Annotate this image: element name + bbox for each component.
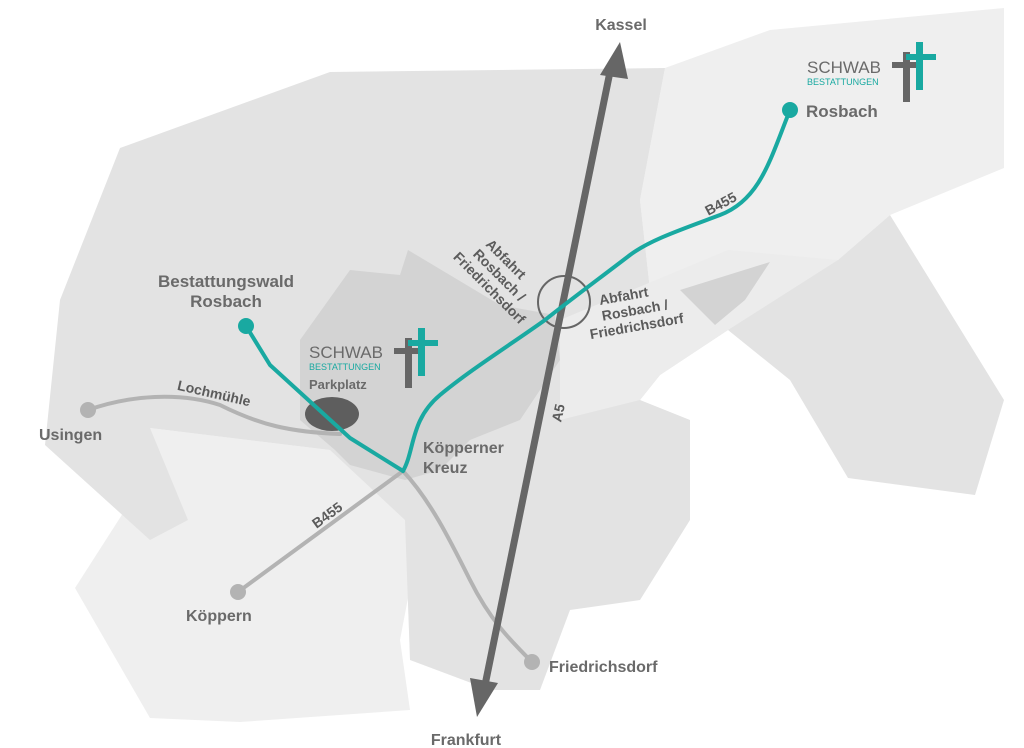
- arrow-north-icon: [600, 42, 628, 79]
- bestattungswald-marker: [238, 318, 254, 334]
- road-b455-west: [236, 469, 405, 594]
- region-dark-east: [680, 262, 770, 325]
- region-light-east: [640, 8, 1004, 300]
- highway-a5: [470, 42, 628, 717]
- label-usingen: Usingen: [39, 427, 102, 444]
- grey-place-markers: [80, 402, 540, 670]
- logo-middle-name: SCHWAB: [309, 343, 383, 362]
- route-branch: [244, 324, 405, 473]
- parking-area: [305, 397, 359, 431]
- logo-middle-sub: BESTATTUNGEN: [309, 362, 381, 372]
- label-bestattungswald-1: Bestattungswald: [158, 272, 294, 291]
- label-koeppern: Köppern: [186, 608, 252, 625]
- arrow-south-icon: [470, 678, 498, 717]
- koeppern-marker: [230, 584, 246, 600]
- grey-roads: [86, 394, 534, 664]
- region-dark-town: [300, 250, 560, 480]
- region-light-middle: [560, 250, 838, 420]
- logo-top-cross-icon: [892, 42, 936, 102]
- label-parkplatz: Parkplatz: [309, 377, 367, 392]
- label-frankfurt: Frankfurt: [431, 732, 502, 748]
- label-bestattungswald-2: Rosbach: [190, 292, 262, 311]
- label-kassel: Kassel: [595, 17, 647, 34]
- map-regions: [45, 8, 1004, 722]
- label-koepperner-kreuz-2: Kreuz: [423, 460, 467, 477]
- logo-top-sub: BESTATTUNGEN: [807, 77, 879, 87]
- teal-route: [244, 108, 792, 473]
- road-to-friedrichsdorf: [401, 469, 534, 664]
- teal-markers: [238, 102, 798, 334]
- exit-circle-icon: [537, 275, 591, 329]
- label-koepperner-kreuz-1: Köpperner: [423, 440, 504, 457]
- route-main: [401, 108, 792, 473]
- logo-top: SCHWAB BESTATTUNGEN: [807, 42, 936, 102]
- rosbach-marker: [782, 102, 798, 118]
- label-a5: A5: [548, 402, 568, 423]
- logo-top-name: SCHWAB: [807, 58, 881, 77]
- label-rosbach: Rosbach: [806, 102, 878, 121]
- usingen-marker: [80, 402, 96, 418]
- road-lochmuehle: [86, 394, 342, 436]
- friedrichsdorf-marker: [524, 654, 540, 670]
- label-friedrichsdorf: Friedrichsdorf: [549, 659, 658, 676]
- logo-middle-cross-icon: [394, 328, 438, 388]
- logo-middle: SCHWAB BESTATTUNGEN: [309, 328, 438, 388]
